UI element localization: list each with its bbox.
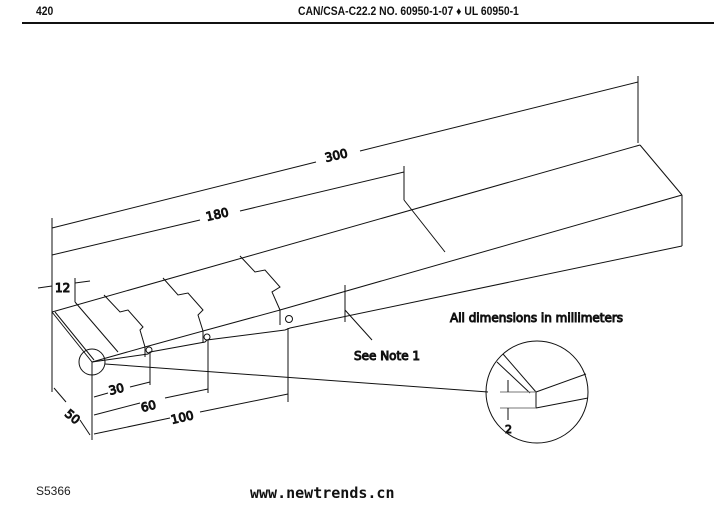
see-note-label: See Note 1 bbox=[354, 349, 420, 363]
dim-60-label: 60 bbox=[139, 398, 157, 415]
dimension-lines bbox=[37, 76, 639, 440]
units-note: All dimensions in millimeters bbox=[450, 311, 623, 325]
ramp-body bbox=[51, 144, 683, 363]
dim-30-label: 30 bbox=[107, 381, 125, 398]
detail-view-circle bbox=[485, 340, 589, 444]
watermark: www.newtrends.cn bbox=[250, 484, 395, 502]
dim-180-label: 180 bbox=[205, 205, 230, 224]
dim-100-label: 100 bbox=[170, 408, 195, 427]
header-rule bbox=[22, 22, 714, 24]
dim-2-label: 2 bbox=[505, 423, 512, 436]
dim-12-label: 12 bbox=[55, 281, 70, 295]
page-number: 420 bbox=[36, 6, 54, 18]
document-title: CAN/CSA-C22.2 NO. 60950-1-07 ♦ UL 60950-… bbox=[298, 6, 519, 18]
dim-50-label: 50 bbox=[62, 407, 83, 428]
dim-300-label: 300 bbox=[324, 146, 349, 165]
figure-id: S5366 bbox=[36, 484, 71, 498]
